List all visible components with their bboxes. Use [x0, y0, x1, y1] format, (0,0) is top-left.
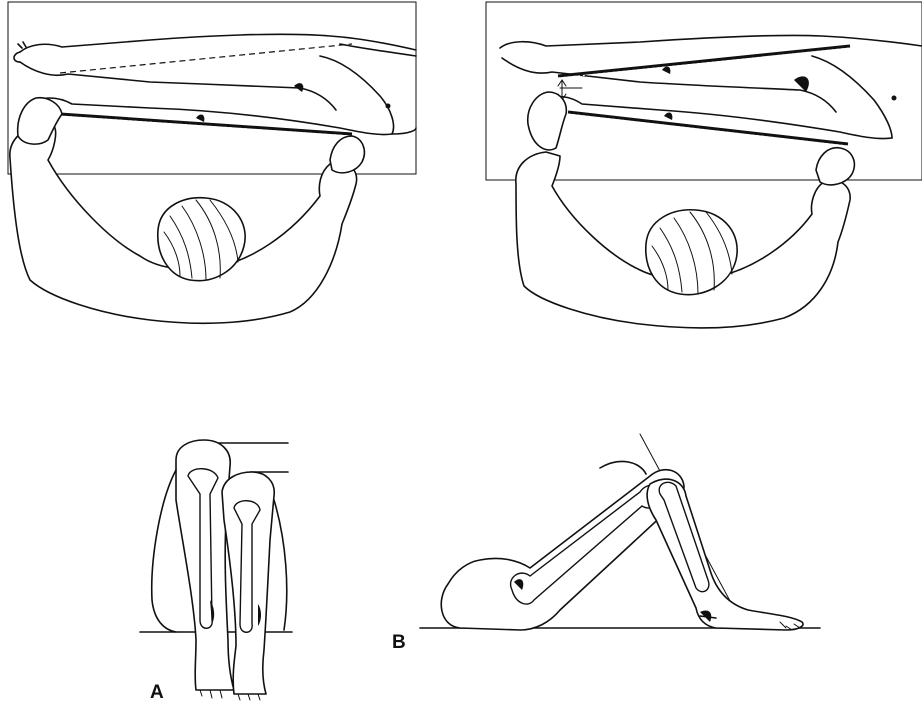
examiner-left-hand	[16, 96, 63, 145]
panel-top-right	[485, 1, 922, 329]
measuring-tape-lower	[567, 110, 849, 146]
panel-a-front-view	[139, 439, 293, 701]
difference-arrow	[557, 79, 583, 101]
exam-table-right	[485, 1, 922, 181]
right-thigh	[273, 499, 288, 631]
examiner-right-hand	[329, 135, 366, 174]
patient-lower-leg	[29, 97, 393, 136]
navel	[385, 103, 391, 109]
dashed-reference-line	[59, 43, 353, 74]
measuring-tape	[59, 112, 353, 136]
exam-table	[7, 1, 417, 175]
toes-a	[199, 689, 261, 701]
patient-upper-leg-lower-edge-right	[501, 57, 837, 113]
examiner-hair-right	[651, 211, 733, 295]
right-tibia	[233, 500, 261, 633]
tibia-b	[658, 481, 710, 593]
panel-top-left	[7, 1, 417, 325]
panel-label-b: B	[392, 632, 406, 653]
femur-b	[509, 484, 666, 605]
patient-upper-leg-lower-edge	[19, 61, 337, 111]
patient-hip-right	[811, 55, 893, 139]
patient-torso	[339, 43, 417, 57]
examiner-right-hand-right	[815, 146, 856, 186]
foot-left	[13, 41, 27, 63]
patient-upper-leg-right	[499, 34, 922, 49]
measuring-tape-upper	[557, 44, 851, 78]
patient-hip	[319, 55, 417, 135]
toes-b	[779, 621, 801, 631]
panel-b-side-view	[419, 433, 821, 631]
examiner-left-hand-right	[526, 91, 568, 151]
navel-right	[891, 95, 897, 101]
patient-upper-leg	[19, 33, 417, 53]
panel-label-a: A	[150, 682, 164, 703]
examiner-hair	[163, 199, 239, 281]
shading-marks	[196, 83, 304, 122]
patient-lower-leg-right	[545, 95, 893, 140]
